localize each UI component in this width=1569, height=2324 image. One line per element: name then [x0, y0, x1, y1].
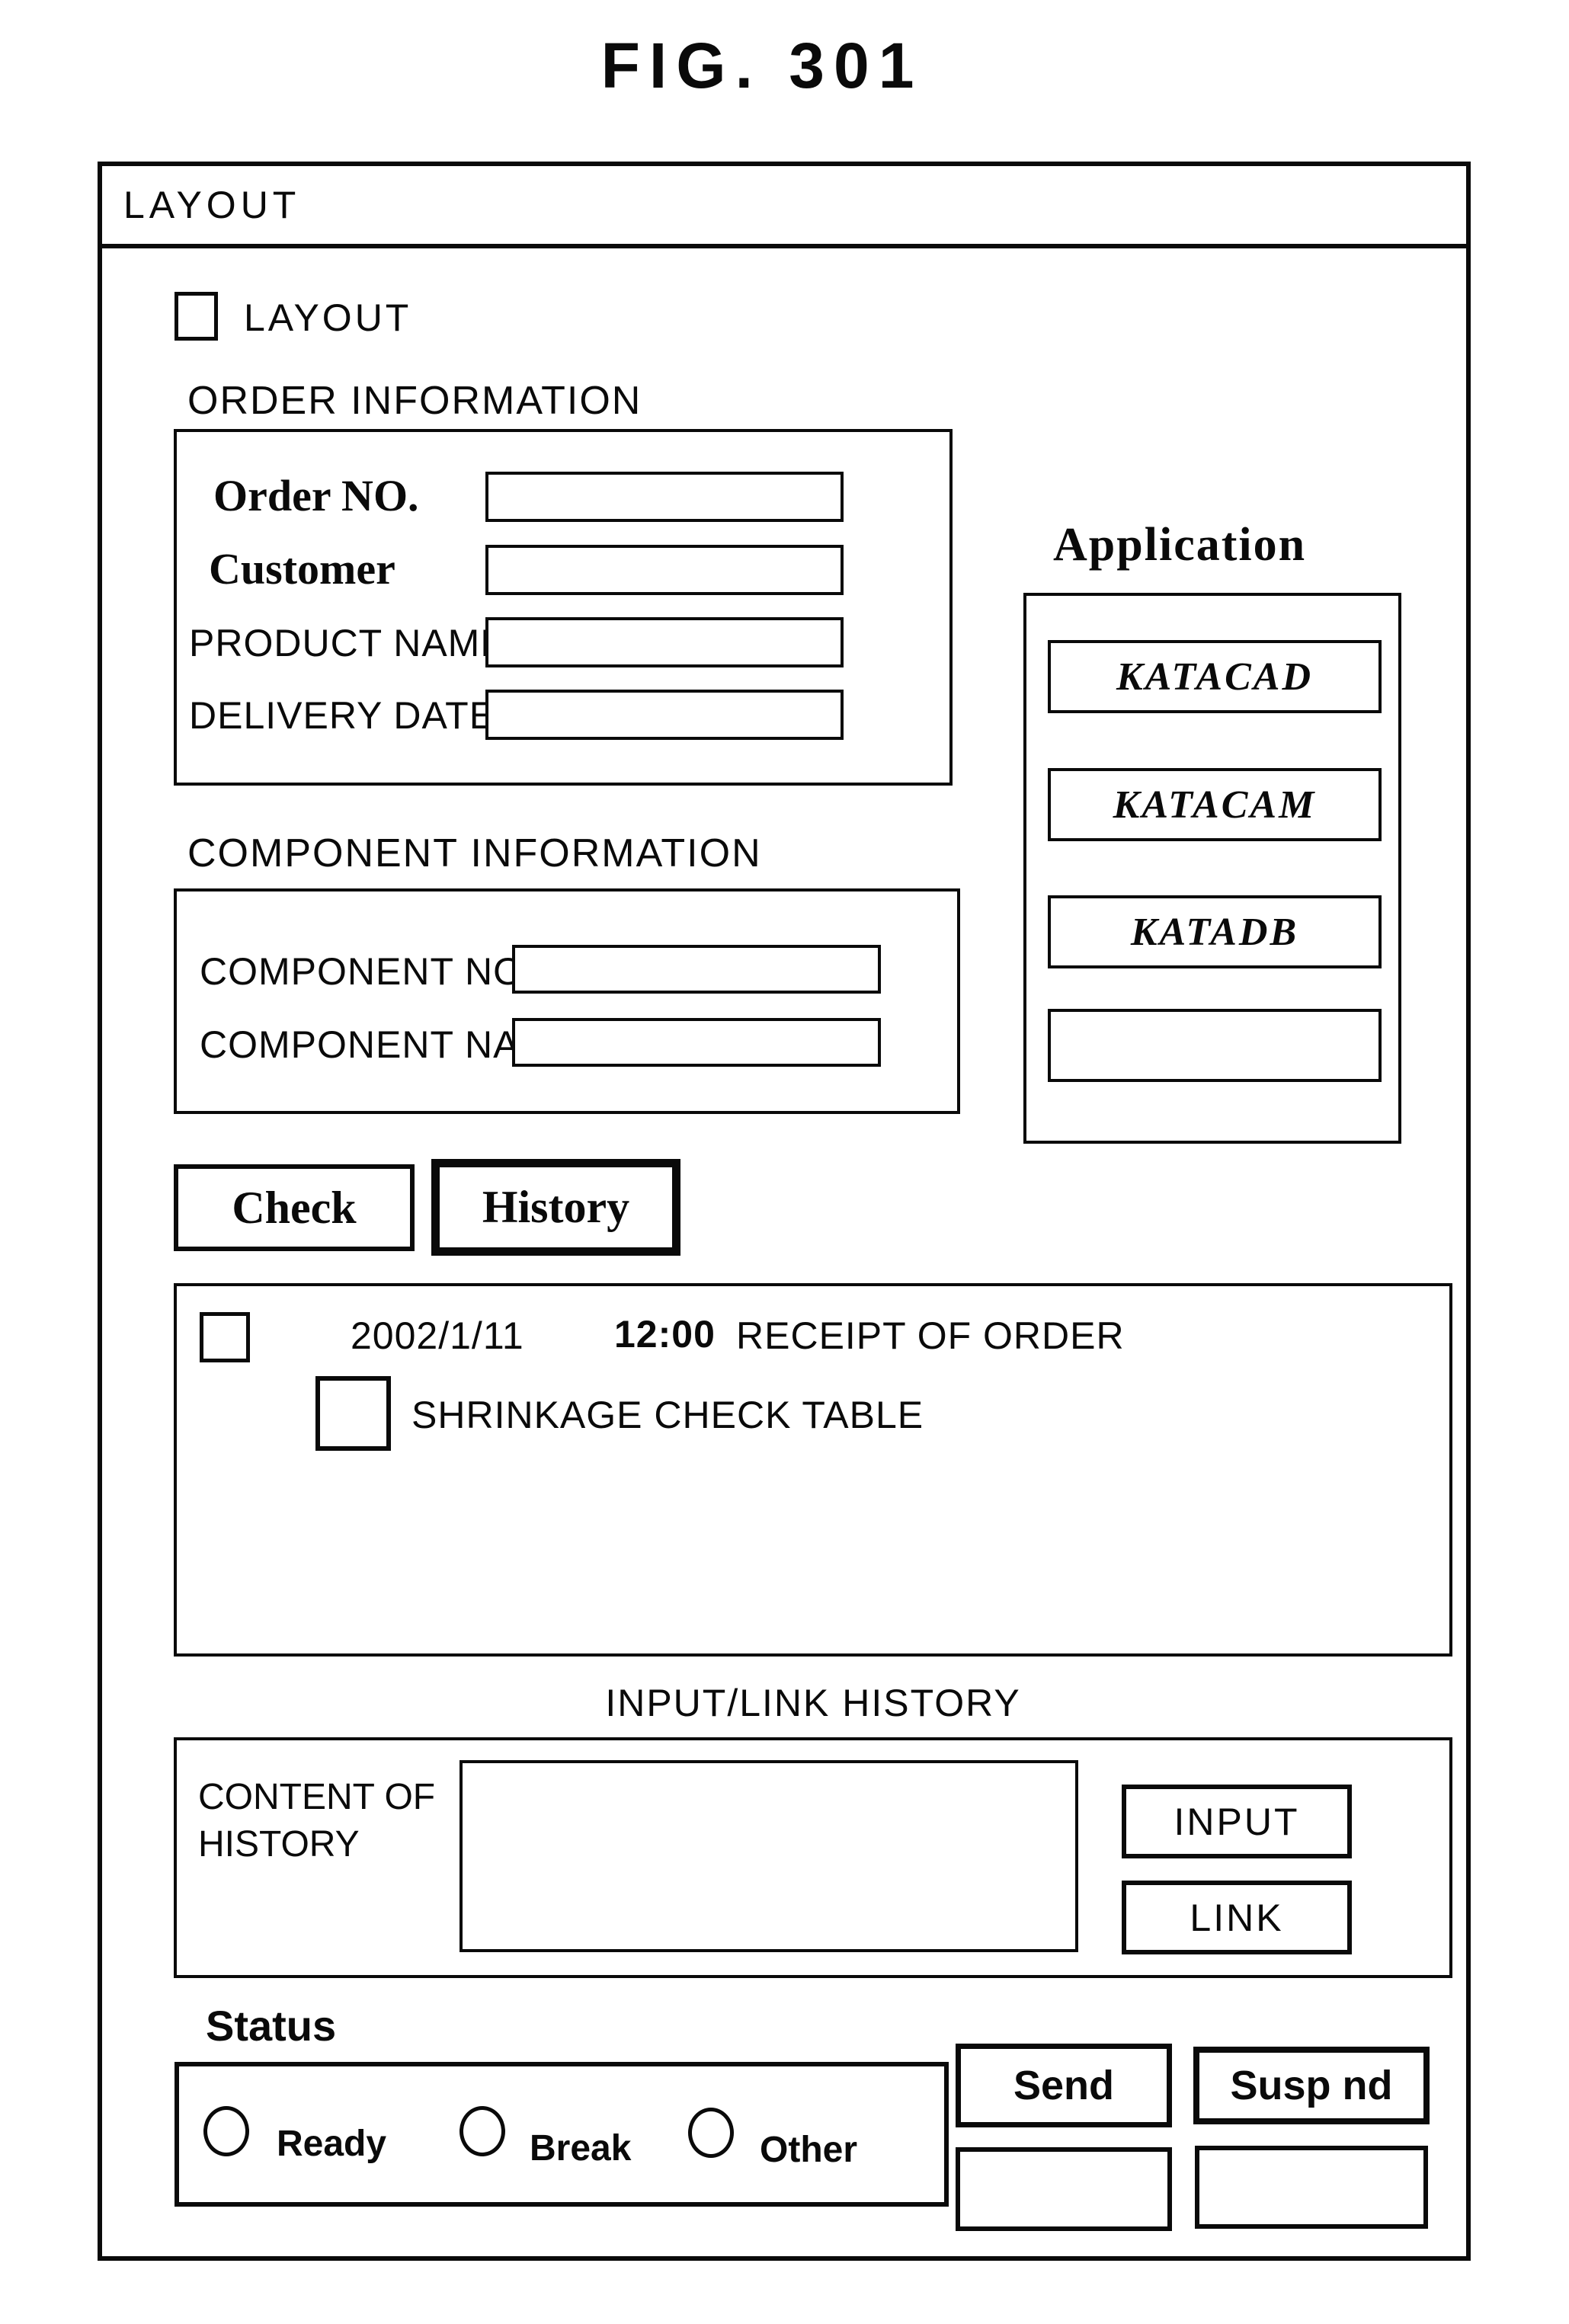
delivery-date-label: DELIVERY DATE [189, 694, 496, 737]
product-name-input[interactable] [485, 617, 844, 667]
radio-other-label: Other [760, 2130, 858, 2170]
radio-break[interactable] [459, 2106, 505, 2156]
order-information-box: Order NO. Customer PRODUCT NAME DELIVERY… [174, 429, 953, 786]
order-no-label: Order NO. [213, 471, 419, 520]
empty-button-right[interactable] [1195, 2146, 1428, 2229]
content-of-history-textarea[interactable] [459, 1760, 1078, 1952]
content-of-history-label: CONTENT OF HISTORY [198, 1777, 436, 1865]
history-panel: 2002/1/11 12:00 RECEIPT OF ORDER SHRINKA… [174, 1283, 1452, 1657]
history-entry-date: 2002/1/11 [351, 1314, 524, 1357]
send-button[interactable]: Send [956, 2044, 1172, 2127]
application-button-katadb[interactable]: KATADB [1048, 895, 1382, 968]
order-no-input[interactable] [485, 472, 844, 522]
component-information-box: COMPONENT NO. COMPONENT NAME [174, 888, 960, 1114]
history-button[interactable]: History [431, 1159, 680, 1256]
attachment-checkbox[interactable] [315, 1376, 391, 1451]
product-name-label: PRODUCT NAME [189, 622, 507, 664]
application-button-katacad[interactable]: KATACAD [1048, 640, 1382, 713]
link-button[interactable]: LINK [1122, 1881, 1352, 1954]
customer-input[interactable] [485, 545, 844, 595]
radio-break-label: Break [530, 2128, 632, 2169]
layout-window: LAYOUT LAYOUT ORDER INFORMATION Order NO… [98, 162, 1471, 2261]
window-title: LAYOUT [123, 184, 301, 226]
history-entry-time: 12:00 [614, 1313, 716, 1356]
layout-checkbox-label: LAYOUT [244, 296, 412, 339]
radio-ready[interactable] [203, 2106, 249, 2156]
delivery-date-input[interactable] [485, 690, 844, 740]
application-box: KATACAD KATACAM KATADB [1023, 593, 1401, 1144]
history-entry-checkbox[interactable] [200, 1312, 250, 1362]
application-button-katacam[interactable]: KATACAM [1048, 768, 1382, 841]
application-heading: Application [1053, 519, 1307, 571]
customer-label: Customer [209, 544, 395, 594]
radio-ready-label: Ready [277, 2124, 387, 2164]
component-no-label: COMPONENT NO. [200, 950, 535, 993]
history-entry-event: RECEIPT OF ORDER [736, 1314, 1125, 1357]
window-titlebar: LAYOUT [102, 166, 1466, 248]
application-button-empty[interactable] [1048, 1009, 1382, 1082]
input-link-history-box: CONTENT OF HISTORY INPUT LINK [174, 1737, 1452, 1978]
suspend-button[interactable]: Susp nd [1193, 2047, 1430, 2124]
input-link-history-heading: INPUT/LINK HISTORY [605, 1682, 1021, 1724]
component-name-input[interactable] [512, 1018, 881, 1067]
history-entry-attachment: SHRINKAGE CHECK TABLE [411, 1394, 924, 1436]
check-button[interactable]: Check [174, 1164, 415, 1251]
layout-checkbox[interactable] [175, 292, 218, 341]
order-information-heading: ORDER INFORMATION [187, 379, 642, 423]
empty-button-left[interactable] [956, 2147, 1172, 2231]
status-box: Ready Break Other [175, 2062, 949, 2207]
component-information-heading: COMPONENT INFORMATION [187, 831, 762, 876]
component-no-input[interactable] [512, 945, 881, 994]
radio-other[interactable] [688, 2108, 734, 2158]
input-button[interactable]: INPUT [1122, 1785, 1352, 1858]
status-heading: Status [206, 2002, 337, 2050]
figure-title: FIG. 301 [600, 30, 924, 101]
